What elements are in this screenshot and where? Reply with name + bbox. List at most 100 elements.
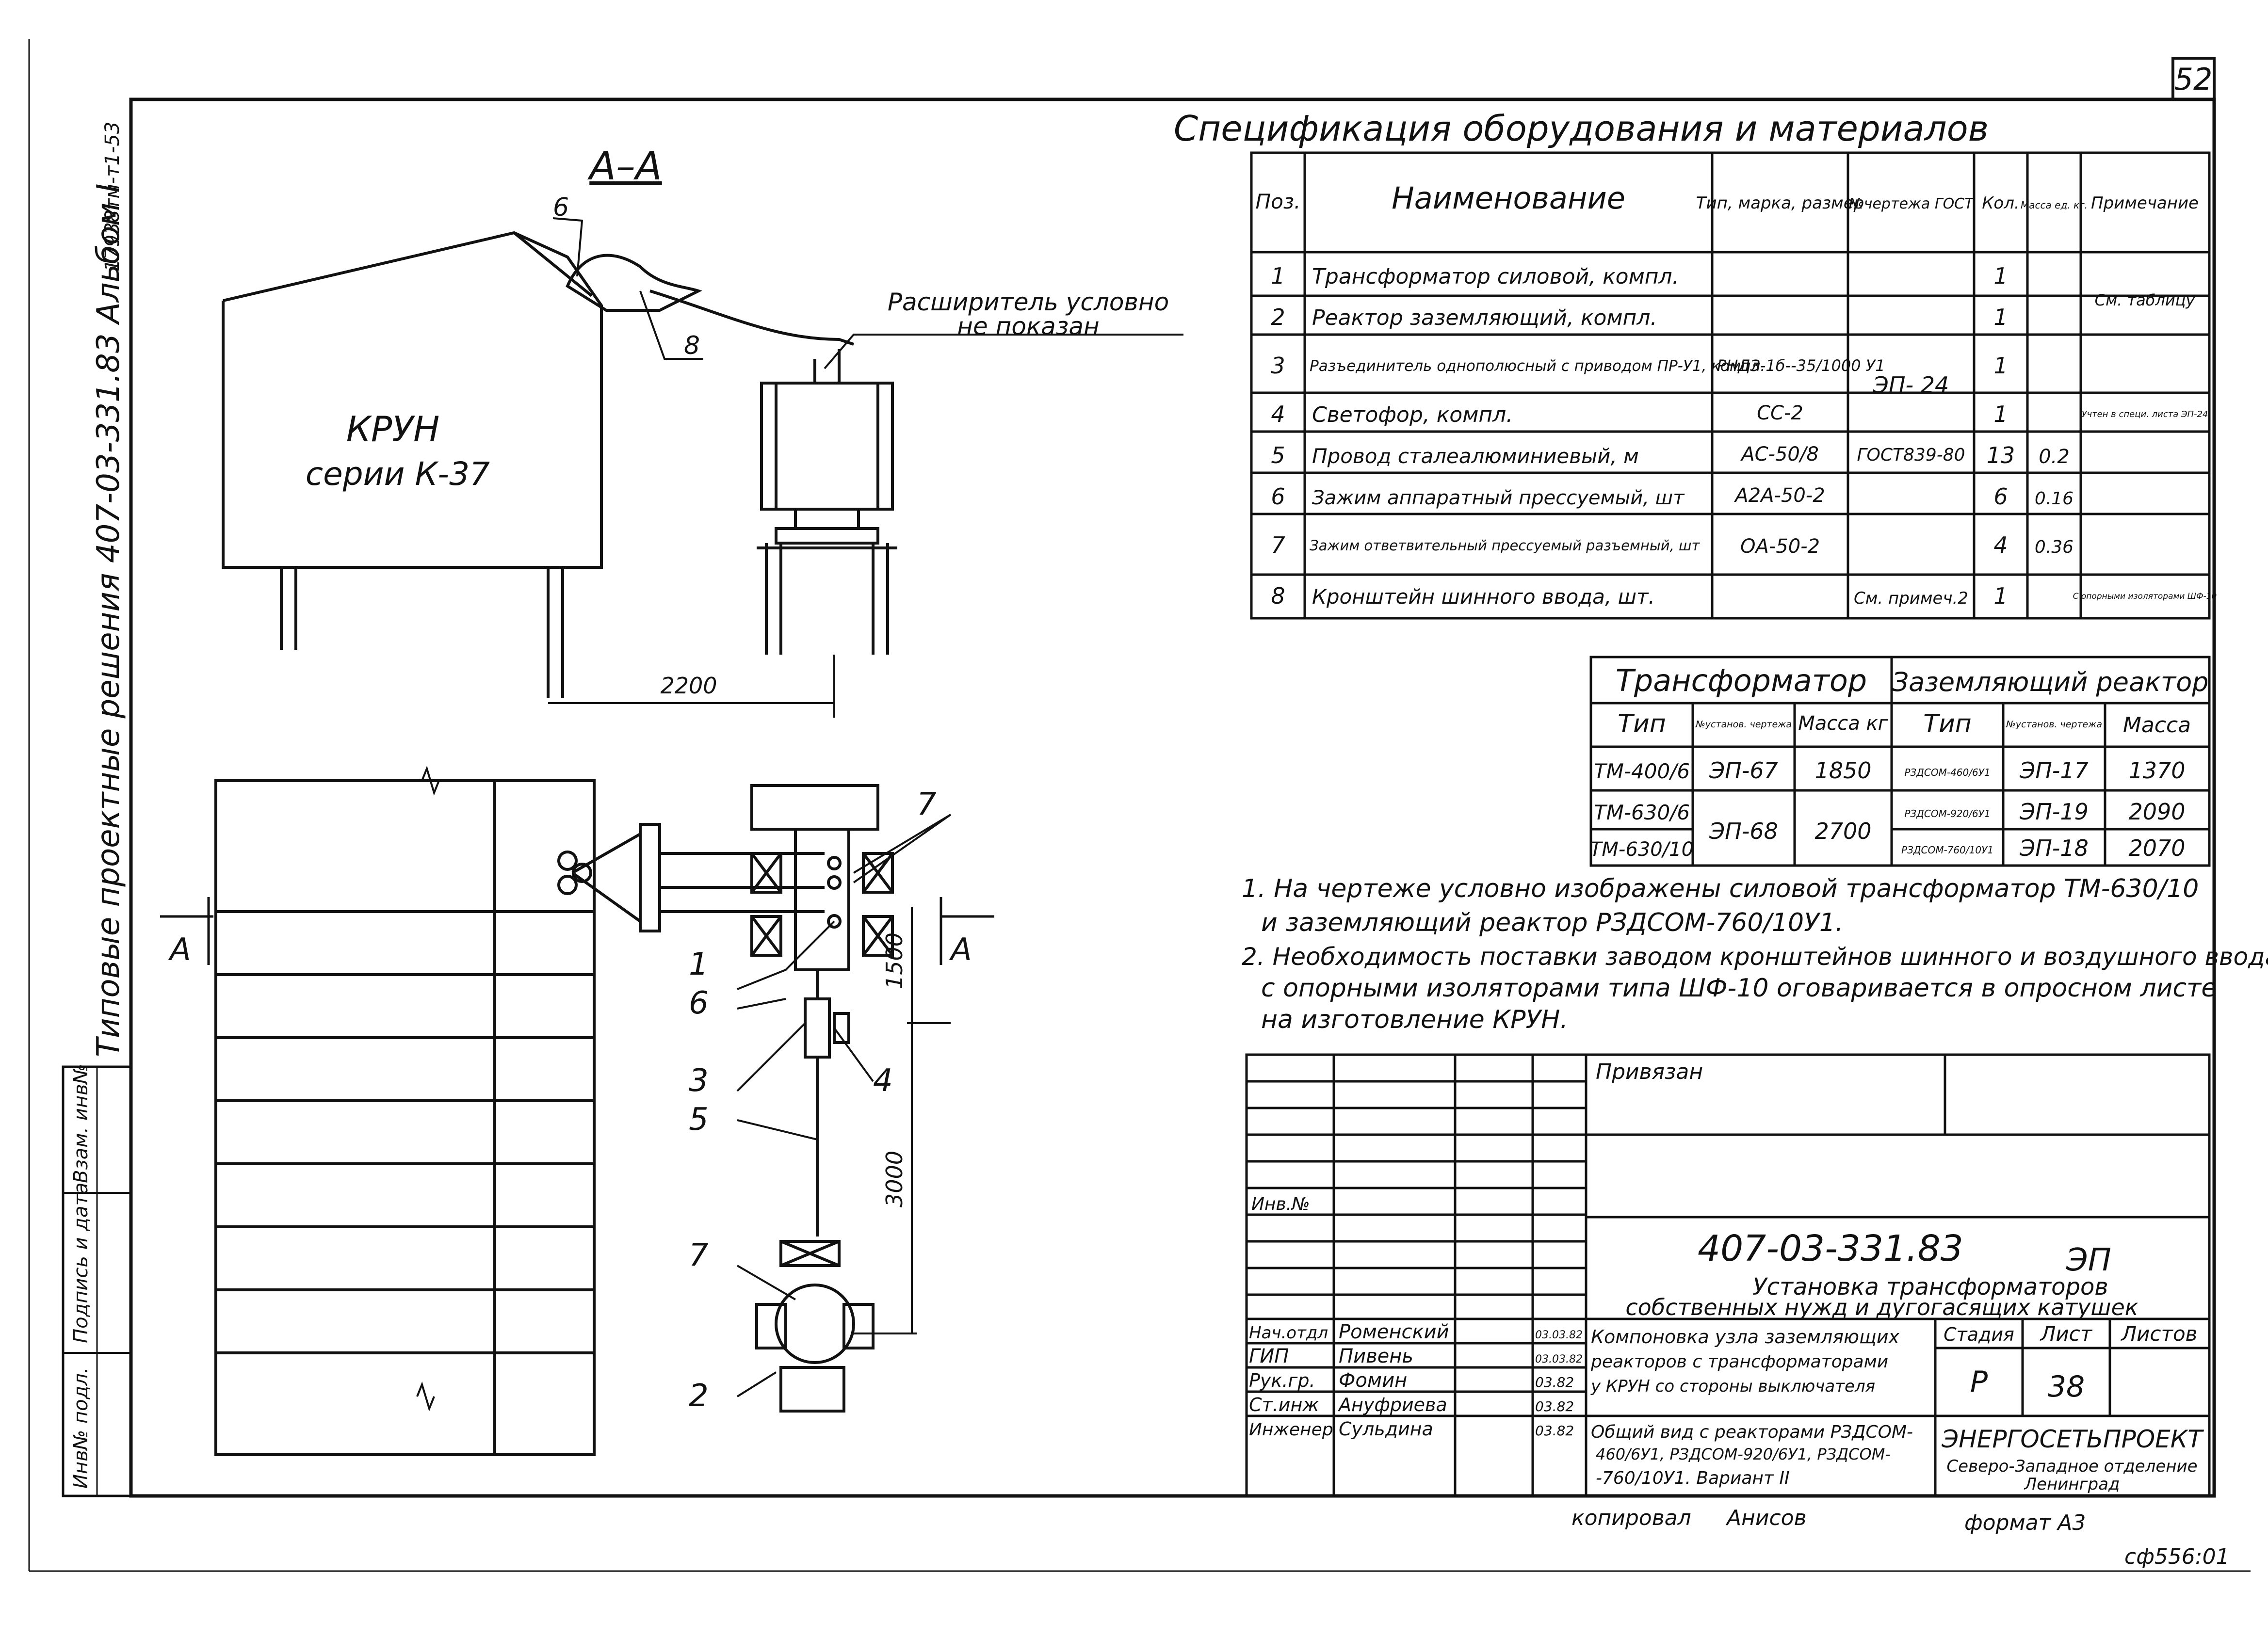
dim-3000: 3000 xyxy=(881,1151,907,1207)
callout-1: 1 xyxy=(689,947,709,982)
spec-r5-name: Провод сталеалюминиевый, м xyxy=(1312,444,1639,468)
tb-doc-code: 407-03-331.83 xyxy=(1698,1228,1963,1269)
tb-title-line2: собственных нужд и дугогасящих катушек xyxy=(1625,1294,2138,1320)
tb-desc-line1: Компоновка узла заземляющих xyxy=(1591,1326,1900,1348)
tb-inv-no: Инв.№ xyxy=(1251,1194,1310,1214)
side-title: Типовые проектные решения 407-03-331.83 … xyxy=(91,184,127,1058)
tb-sheet-value: 38 xyxy=(2048,1370,2085,1404)
spec-r6-name: Зажим аппаратный прессуемый, шт xyxy=(1312,487,1685,509)
tb-date-1: 03.03.82 xyxy=(1535,1329,1583,1341)
expander-note-line2: не показан xyxy=(957,312,1099,340)
callout-6-section: 6 xyxy=(553,193,569,222)
tb-desc-line5: 460/6У1, РЗДСОМ-920/6У1, РЗДСОМ- xyxy=(1596,1445,1891,1463)
spec-r2-name: Реактор заземляющий, компл. xyxy=(1312,305,1657,330)
spec-r3-pos: 3 xyxy=(1271,353,1285,379)
spec-r2-pos: 2 xyxy=(1271,304,1285,330)
note-1-line2: и заземляющий реактор РЗДСОМ-760/10У1. xyxy=(1261,908,1843,937)
spec-r8-name: Кронштейн шинного ввода, шт. xyxy=(1312,585,1655,609)
spec-r1-qty: 1 xyxy=(1993,263,2008,289)
equip-h-drw1: №установ. чертежа xyxy=(1695,719,1792,730)
equip-r3-rtype: РЗДСОМ-760/10У1 xyxy=(1901,844,1993,856)
equip-r1-rmass: 1370 xyxy=(2128,757,2185,784)
spec-h-type: Тип, марка, размер xyxy=(1696,193,1864,213)
spec-r3-qty: 1 xyxy=(1993,353,2008,379)
spec-r7-type: ОА-50-2 xyxy=(1740,535,1820,558)
equip-h-mass1: Масса кг xyxy=(1798,712,1888,735)
tb-date-3: 03.82 xyxy=(1535,1374,1574,1390)
spec-r1-name: Трансформатор силовой, компл. xyxy=(1312,264,1679,289)
spec-r6-pos: 6 xyxy=(1271,483,1285,510)
dim-2200: 2200 xyxy=(660,673,717,699)
spec-r7-mass: 0.36 xyxy=(2035,537,2074,557)
tb-name-2: Пивень xyxy=(1339,1345,1413,1367)
spec-r5-mass: 0.2 xyxy=(2039,446,2070,468)
tb-role-3: Рук.гр. xyxy=(1249,1370,1315,1391)
callout-7-top: 7 xyxy=(917,787,937,822)
tb-role-4: Ст.инж xyxy=(1249,1394,1319,1415)
krun-name: КРУН xyxy=(346,409,440,450)
equip-r2-rmass: 2090 xyxy=(2128,799,2185,825)
callout-6-plan: 6 xyxy=(689,985,709,1021)
tb-desc-line3: у КРУН со стороны выключателя xyxy=(1590,1377,1875,1396)
equip-r2-type: ТМ-630/6 xyxy=(1594,801,1690,824)
spec-h-pos: Поз. xyxy=(1256,190,1301,213)
equip-r2-rtype: РЗДСОМ-920/6У1 xyxy=(1904,808,1990,819)
spec-r7-name: Зажим ответвительный прессуемый разъемны… xyxy=(1310,537,1701,554)
equip-group-reactor: Заземляющий реактор xyxy=(1892,667,2208,697)
tb-role-5: Инженер xyxy=(1249,1420,1333,1440)
expander-note-line1: Расширитель условно xyxy=(888,288,1169,316)
tb-date-5: 03.82 xyxy=(1535,1423,1574,1439)
spec-r8-note: С опорными изоляторами ШФ-10 xyxy=(2073,592,2217,601)
spec-h-drawing: №чертежа ГОСТ xyxy=(1848,195,1975,212)
spec-r6-mass: 0.16 xyxy=(2035,489,2074,509)
footer-stamp-code: сф556:01 xyxy=(2124,1544,2230,1569)
spec-r7-qty: 4 xyxy=(1993,532,2008,558)
spec-r4-note: Учтен в специ. листа ЭП-24 xyxy=(2082,409,2208,419)
spec-r6-type: А2А-50-2 xyxy=(1733,484,1825,507)
notes-block: 1. На чертеже условно изображены силовой… xyxy=(1242,874,2268,1034)
callout-4: 4 xyxy=(873,1063,893,1099)
footer-copied-label: копировал xyxy=(1571,1506,1691,1530)
tb-stage-value: Р xyxy=(1970,1365,1988,1399)
spec-r5-drawing: ГОСТ839-80 xyxy=(1857,445,1965,465)
equip-r1-rtype: РЗДСОМ-460/6У1 xyxy=(1904,767,1990,778)
sheet-frame xyxy=(28,39,2251,1572)
tb-desc-line6: -760/10У1. Вариант II xyxy=(1596,1468,1790,1488)
equip-h-type2: Тип xyxy=(1923,709,1972,739)
tb-org-branch: Северо-Западное отделение xyxy=(1946,1457,2197,1476)
krun-series: серии К-37 xyxy=(306,455,490,493)
tb-name-1: Роменский xyxy=(1339,1321,1449,1343)
equip-h-drw2: №установ. чертежа xyxy=(2006,719,2102,730)
spec-r8-qty: 1 xyxy=(1993,583,2008,609)
spec-r6-qty: 6 xyxy=(1993,483,2008,510)
tb-name-5: Сульдина xyxy=(1339,1418,1433,1440)
tb-title-line1: Установка трансформаторов xyxy=(1752,1273,2108,1301)
side-stamp-sign: Подпись и дата xyxy=(70,1183,92,1343)
spec-h-mass: Масса ед. кг. xyxy=(2021,199,2088,211)
side-stamp-inv: Инв№ подл. xyxy=(70,1367,92,1489)
callout-7-bottom: 7 xyxy=(689,1237,709,1273)
section-aa-title: А–А xyxy=(587,144,662,189)
equip-r1-type: ТМ-400/6 xyxy=(1594,759,1690,783)
spec-table-grid xyxy=(1250,151,2211,620)
spec-table-title: Спецификация оборудования и материалов xyxy=(1174,108,1989,149)
note-2-line2: с опорными изоляторами типа ШФ-10 оговар… xyxy=(1261,974,2217,1003)
spec-r1-pos: 1 xyxy=(1271,263,1285,289)
equip-table-text: Трансформатор Заземляющий реактор Тип №у… xyxy=(1590,663,2209,861)
spec-r2-qty: 1 xyxy=(1993,304,2008,330)
tb-name-4: Ануфриева xyxy=(1337,1394,1447,1415)
tb-sheet-label: Лист xyxy=(2040,1322,2093,1346)
equip-r2-drw: ЭП-68 xyxy=(1709,818,1778,844)
tb-sheets-label: Листов xyxy=(2121,1322,2198,1346)
equip-r1-mass: 1850 xyxy=(1814,757,1871,784)
equip-r1-rdrw: ЭП-17 xyxy=(2019,757,2089,784)
dim-1500: 1500 xyxy=(881,932,907,989)
equip-table-grid xyxy=(1589,656,2211,867)
tb-mark: ЭП xyxy=(2066,1242,2111,1278)
spec-r7-pos: 7 xyxy=(1271,532,1285,558)
tb-desc-line4: Общий вид с реакторами РЗДСОМ- xyxy=(1591,1422,1913,1442)
tb-role-1: Нач.отдл xyxy=(1249,1323,1328,1343)
spec-r3-drawing: ЭП- 24 xyxy=(1873,372,1949,398)
equip-h-mass2: Масса xyxy=(2123,713,2191,738)
spec-table-header: Поз. Наименование Тип, марка, размер №че… xyxy=(1256,180,2199,216)
